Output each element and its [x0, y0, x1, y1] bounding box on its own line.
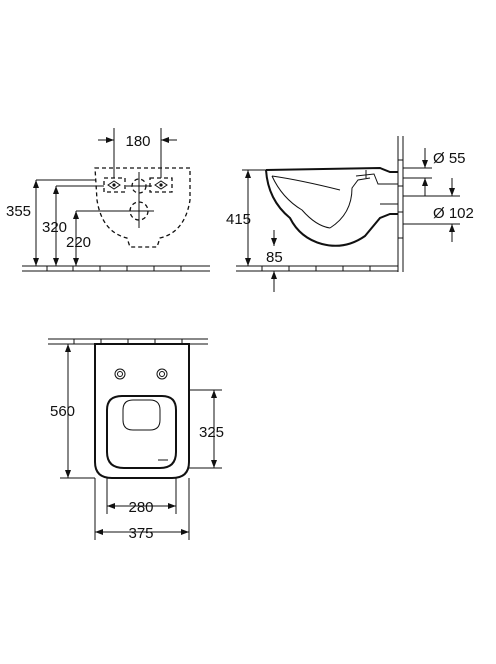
dim-outlet-102: Ø 102 — [403, 178, 474, 242]
dim-375: 375 — [94, 478, 190, 542]
toilet-top-outline — [94, 343, 190, 479]
mounting-hole-right-icon — [149, 177, 173, 193]
dim-180-label: 180 — [125, 133, 150, 150]
dim-320-label: 320 — [42, 219, 67, 236]
dim-280: 280 — [106, 478, 177, 516]
dim-220-label: 220 — [66, 234, 91, 251]
side-view: 415 85 Ø 55 Ø 102 — [226, 136, 474, 292]
dim-220: 220 — [66, 210, 124, 266]
dim-180: 180 — [98, 128, 177, 178]
outlet-cross-icon — [124, 197, 154, 228]
dim-355: 355 — [6, 179, 96, 266]
bowl-opening-outer — [106, 395, 177, 469]
dim-415-label: 415 — [226, 211, 251, 228]
dim-280-label: 280 — [128, 499, 153, 516]
inlet-cross-icon — [126, 172, 152, 200]
dim-inlet-55: Ø 55 — [403, 148, 466, 196]
top-view: 560 325 280 375 — [48, 338, 224, 542]
dim-102-label: Ø 102 — [433, 205, 474, 222]
fixing-hole-left-icon — [114, 368, 126, 380]
dim-375-label: 375 — [128, 525, 153, 542]
dim-85-label: 85 — [266, 249, 283, 266]
bowl-opening-inner — [122, 399, 161, 431]
dim-560: 560 — [50, 343, 95, 479]
dim-355-label: 355 — [6, 203, 31, 220]
mounting-hole-left-icon — [103, 177, 126, 193]
side-wall-line — [397, 136, 404, 272]
dim-325-label: 325 — [199, 424, 224, 441]
rear-bowl-outline — [94, 167, 191, 248]
rear-view: 180 355 320 220 — [6, 128, 210, 272]
toilet-side-profile — [265, 166, 398, 247]
side-floor-line — [236, 265, 398, 272]
dim-55-label: Ø 55 — [433, 150, 466, 167]
dim-85: 85 — [266, 230, 283, 292]
dim-325: 325 — [189, 389, 224, 469]
dim-415: 415 — [226, 169, 266, 266]
dim-320: 320 — [42, 185, 104, 266]
rear-floor-line — [22, 265, 210, 272]
dim-560-label: 560 — [50, 403, 75, 420]
fixing-hole-right-icon — [156, 368, 168, 380]
